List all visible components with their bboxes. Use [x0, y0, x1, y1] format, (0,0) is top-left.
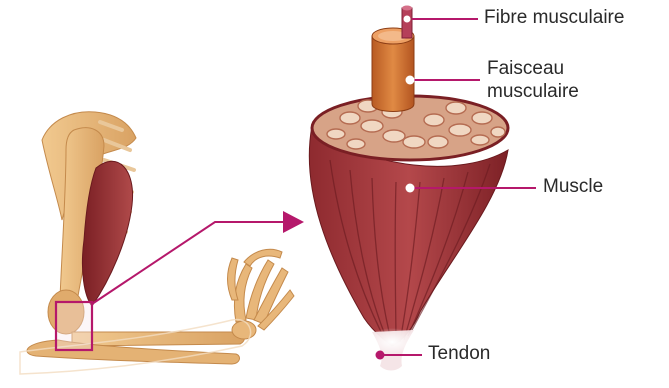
hand-bones — [228, 249, 295, 339]
dot-tendon — [376, 351, 385, 360]
zoom-box — [56, 302, 92, 350]
dot-faisceau — [406, 76, 415, 85]
fascicle-cylinder — [372, 28, 414, 112]
dot-fibre — [404, 16, 411, 23]
label-muscle: Muscle — [543, 176, 603, 198]
label-faisceau-line2: musculaire — [487, 81, 579, 103]
zoom-arrowhead — [283, 211, 304, 233]
tendon-glow — [366, 328, 418, 356]
label-fibre-musculaire: Fibre musculaire — [484, 7, 624, 29]
dot-muscle — [406, 184, 415, 193]
label-tendon: Tendon — [428, 343, 490, 365]
label-faisceau-line1: Faisceau — [487, 58, 564, 80]
